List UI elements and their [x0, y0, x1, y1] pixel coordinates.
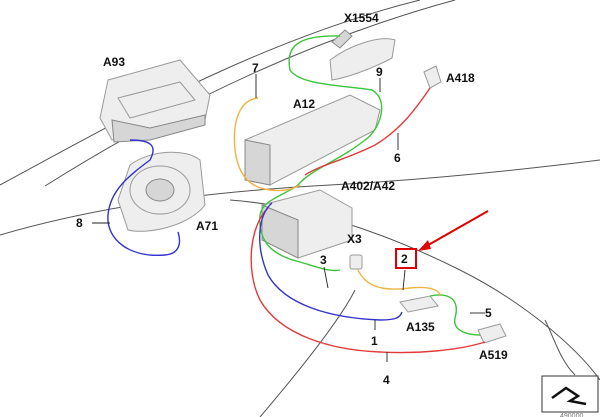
label-x3: X3	[347, 232, 362, 246]
part-x1554	[329, 29, 396, 81]
label-9: 9	[376, 65, 383, 79]
label-4: 4	[383, 373, 390, 387]
part-a402	[261, 189, 353, 259]
wire-green-5	[429, 294, 481, 336]
wire-orange-7	[233, 97, 301, 192]
part-a93	[99, 59, 211, 143]
label-2: 2	[401, 252, 408, 266]
label-a418: A418	[446, 71, 475, 85]
wire-harness	[107, 35, 486, 354]
wire-orange-2	[357, 269, 441, 297]
leader-lines	[92, 74, 485, 362]
label-a402: A402/A42	[341, 179, 395, 193]
wire-red-6	[304, 87, 431, 176]
highlight-arrow-head	[418, 240, 431, 251]
label-x1554: X1554	[344, 11, 379, 25]
highlight-arrow-shaft	[422, 210, 489, 249]
label-a12: A12	[293, 97, 315, 111]
label-1: 1	[371, 334, 378, 348]
part-a418	[423, 65, 442, 89]
label-8: 8	[76, 216, 83, 230]
label-a93: A93	[103, 55, 125, 69]
label-7: 7	[252, 61, 259, 75]
highlight-box	[395, 248, 417, 269]
label-5: 5	[485, 306, 492, 320]
part-labels: X1554 A93 7 9 A418 A12 6 A402/A42 8 A71 …	[76, 11, 508, 387]
label-3: 3	[320, 253, 327, 267]
label-a519: A519	[479, 348, 508, 362]
part-x3	[349, 254, 363, 270]
part-a135	[399, 295, 439, 313]
wire-red-4	[250, 207, 486, 354]
label-a71: A71	[196, 219, 218, 233]
wire-blue-1	[259, 202, 403, 321]
label-a135: A135	[406, 320, 435, 334]
wire-green-9	[259, 35, 383, 272]
wire-blue-8	[107, 139, 181, 256]
highlight-callout	[395, 210, 489, 269]
footer-code: 490000	[560, 413, 583, 417]
label-6: 6	[394, 151, 401, 165]
part-a12	[244, 94, 381, 186]
wiring-harness-symbol-icon: 490000	[541, 375, 599, 417]
part-a71	[117, 151, 206, 232]
part-a519	[477, 323, 507, 344]
